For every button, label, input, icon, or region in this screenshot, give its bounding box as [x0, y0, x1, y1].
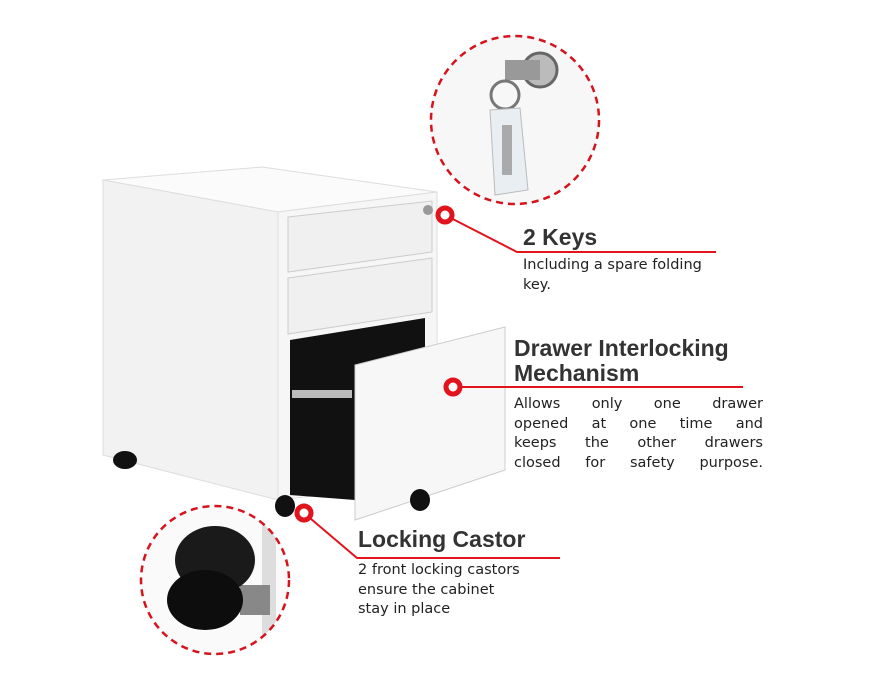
desc-line: stay in place: [358, 601, 451, 617]
feature-title-interlock-2: Mechanism: [514, 360, 640, 386]
feature-title-interlock-1: Drawer Interlocking: [514, 335, 729, 361]
callout-dots: [294, 205, 463, 523]
desc-line: closed for safety purpose.: [514, 454, 763, 471]
castor-detail-zoom: [139, 504, 291, 656]
feature-desc-interlock: Allows only one drawer opened at one tim…: [514, 395, 763, 473]
feature-title-castor: Locking Castor: [358, 526, 526, 552]
castor-wheels: [113, 451, 430, 517]
callout-lines: [303, 214, 743, 559]
zoom-circle-border: [429, 34, 601, 206]
feature-title-keys: 2 Keys: [523, 224, 598, 250]
desc-line: Allows only one drawer: [514, 396, 763, 412]
desc-line: opened at one time and: [514, 415, 763, 432]
filing-cabinet: [102, 166, 506, 521]
zoom-circle-border: [139, 504, 291, 656]
desc-line: ensure the cabinet: [358, 581, 495, 598]
desc-line: 2 front locking castors: [358, 562, 520, 578]
desc-line: keeps the other drawers: [514, 435, 763, 451]
feature-desc-castor: 2 front locking castors ensure the cabin…: [358, 561, 568, 620]
key-detail-zoom: [429, 34, 601, 206]
feature-desc-keys: Including a spare folding key.: [523, 257, 702, 293]
